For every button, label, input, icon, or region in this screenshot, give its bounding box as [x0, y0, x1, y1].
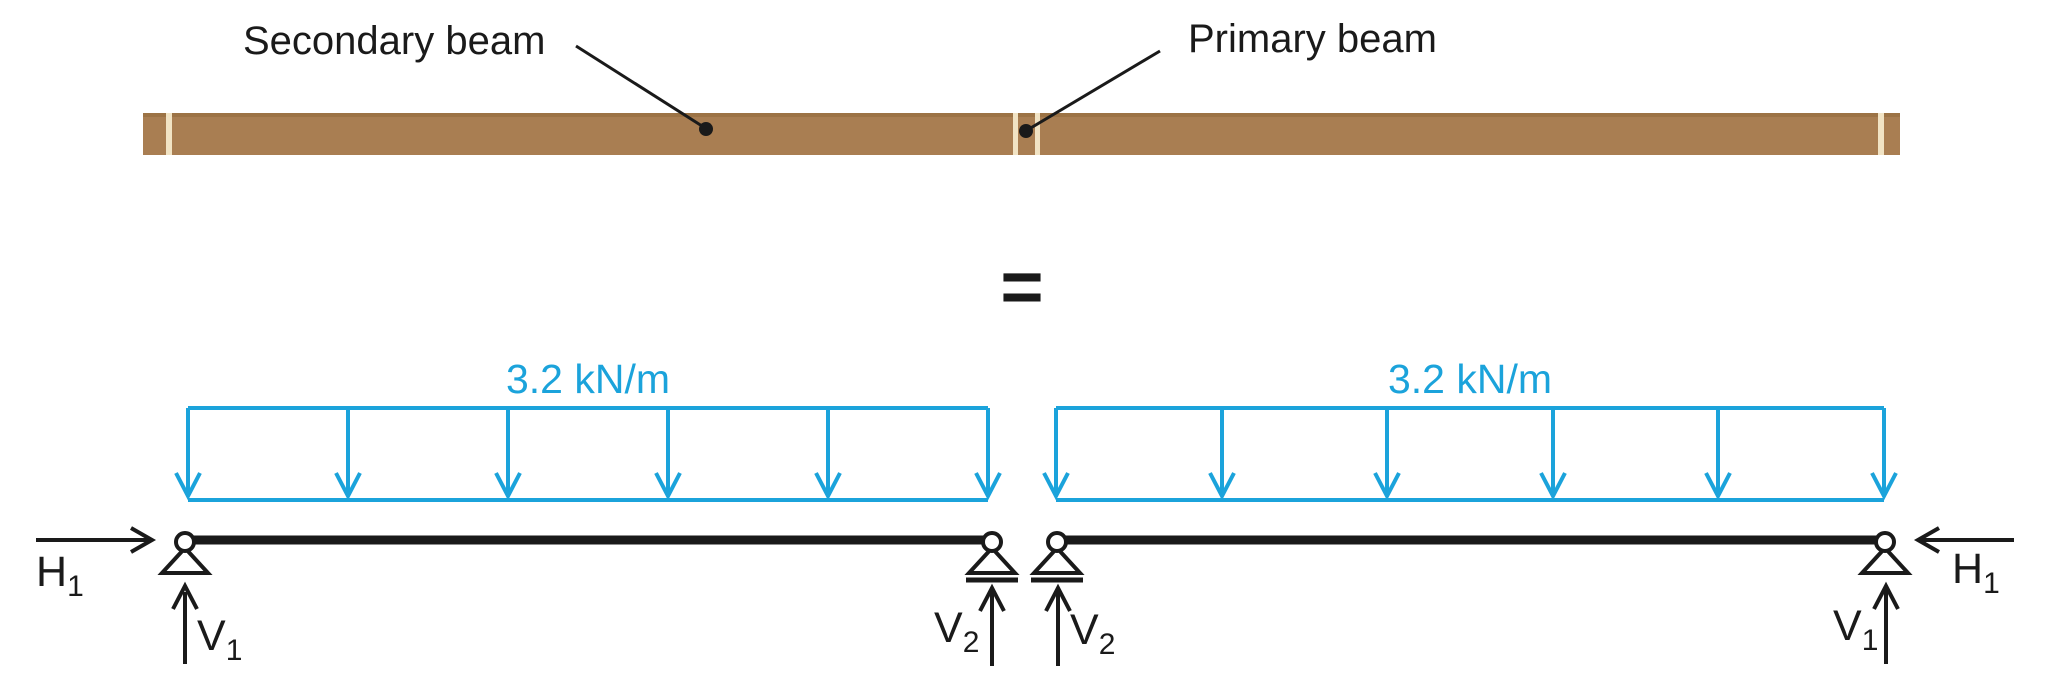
beam-center-joint-right — [1035, 113, 1040, 155]
h1-arrow-right — [1913, 526, 2014, 554]
load-arrow — [174, 408, 202, 501]
secondary-beam-leader-line — [575, 44, 703, 128]
load-arrow — [1208, 408, 1236, 501]
roller-support-center-left — [964, 531, 1020, 583]
load-arrow — [1704, 408, 1732, 501]
h1-arrow-left — [36, 526, 157, 554]
h1-label-right: H1 — [1952, 545, 2000, 600]
h1-label-left: H1 — [36, 548, 84, 603]
load-value-right: 3.2 kN/m — [1387, 356, 1553, 402]
beam-end-joint-right — [1878, 113, 1884, 155]
v2-arrow-center-left — [978, 583, 1006, 666]
v2-label-right: V2 — [1070, 606, 1116, 661]
load-arrow — [1539, 408, 1567, 501]
roller-support-center-right — [1029, 531, 1085, 583]
primary-beam-leader-dot — [1019, 124, 1033, 138]
primary-beam-leader-line — [1028, 49, 1161, 131]
load-arrow — [1870, 408, 1898, 501]
distributed-load-left — [174, 406, 1002, 502]
load-arrow — [1042, 408, 1070, 501]
pin-support-right — [1857, 531, 1913, 575]
v1-arrow-left — [171, 581, 199, 664]
load-arrow — [974, 408, 1002, 501]
load-arrow — [654, 408, 682, 501]
v2-arrow-center-right — [1044, 583, 1072, 666]
beam-center-joint-left — [1013, 113, 1018, 155]
beam-end-joint-left — [166, 113, 172, 155]
load-arrow — [334, 408, 362, 501]
secondary-beam-label: Secondary beam — [243, 19, 546, 63]
load-arrow — [494, 408, 522, 501]
v1-label-right: V1 — [1833, 602, 1879, 657]
equals-sign: = — [1000, 245, 1044, 328]
load-arrow — [1373, 408, 1401, 501]
load-arrow — [814, 408, 842, 501]
pin-support-left — [157, 531, 213, 575]
beam-top-edge-shade — [143, 113, 1900, 117]
v1-arrow-right — [1872, 581, 1900, 664]
distributed-load-right — [1042, 406, 1898, 502]
load-value-left: 3.2 kN/m — [505, 356, 671, 402]
beam-elevation — [143, 44, 1900, 155]
secondary-beam-leader-dot — [699, 122, 713, 136]
primary-beam-label: Primary beam — [1188, 17, 1437, 61]
v1-label-left: V1 — [197, 612, 243, 667]
v2-label-left: V2 — [934, 604, 980, 659]
